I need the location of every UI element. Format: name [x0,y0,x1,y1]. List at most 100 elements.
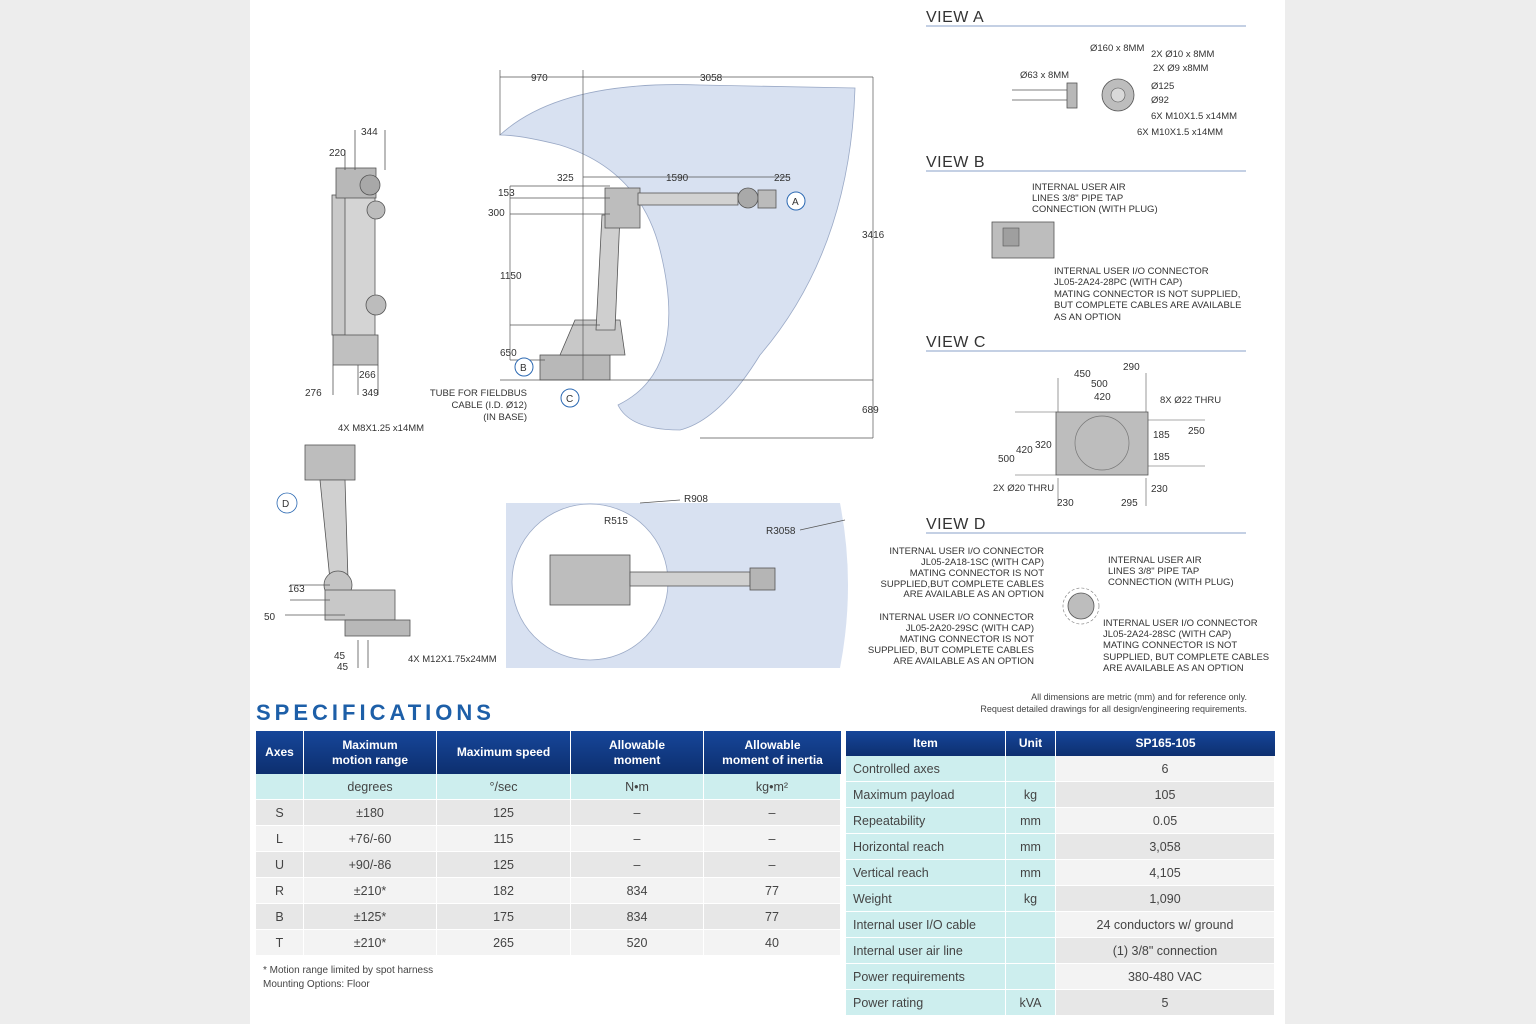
tube-label: (IN BASE) [483,412,527,423]
dim-text: 689 [862,405,879,416]
table-cell: ±180 [304,800,437,826]
table-cell: 125 [437,800,571,826]
col-header: Item [846,731,1006,756]
col-header: SP165-105 [1056,731,1275,756]
dim-text: 325 [557,173,574,184]
axis-cell: U [256,852,304,878]
view-a-title: VIEW A [926,9,984,26]
view-d-air: LINES 3/8" PIPE TAP [1108,566,1199,577]
dim-text: 1590 [666,173,689,184]
item-cell: Internal user air line [846,938,1006,964]
dim-text: 230 [1057,498,1074,509]
dim-text: 2X Ø20 THRU [993,483,1054,494]
view-d-io3: ARE AVAILABLE AS AN OPTION [1103,663,1244,674]
dim-text: 4X M8X1.25 x14MM [338,423,424,434]
unit-cell: mm [1006,860,1056,886]
col-header: Allowable moment [571,731,704,774]
view-d-io1: JL05-2A18-1SC (WITH CAP) [921,557,1044,568]
dim-text: 650 [500,348,517,359]
dim-text: 266 [359,370,376,381]
table-row: U +90/-86 125 – – [256,852,841,878]
dim-text: 420 [1094,392,1111,403]
axis-cell: T [256,930,304,956]
view-a: VIEW A Ø160 x 8MM 2X Ø10 x 8MM 2X Ø9 x8M… [926,9,1246,138]
table-cell: 265 [437,930,571,956]
unit-cell [256,774,304,800]
table-cell: ±125* [304,904,437,930]
table-cell: 40 [704,930,841,956]
unit-cell: kVA [1006,990,1056,1016]
table-cell: ±210* [304,930,437,956]
view-b-air: LINES 3/8" PIPE TAP [1032,193,1123,204]
unit-cell [1006,964,1056,990]
view-b-io: JL05-2A24-28PC (WITH CAP) [1054,277,1182,288]
dim-text: R515 [604,516,628,527]
col-header: Axes [256,731,304,774]
col-header: Maximum motion range [304,731,437,774]
table-cell: – [704,852,841,878]
dim-text: 163 [288,584,305,595]
unit-cell: kg [1006,782,1056,808]
table-cell: 520 [571,930,704,956]
axis-cell: L [256,826,304,852]
table-cell: 834 [571,904,704,930]
dim-text: 45 [337,662,349,673]
view-d-io2: JL05-2A20-29SC (WITH CAP) [906,623,1034,634]
side-view-drawing [331,130,387,395]
unit-cell: °/sec [437,774,571,800]
dim-text: 295 [1121,498,1138,509]
view-d-io3: INTERNAL USER I/O CONNECTOR [1103,618,1258,629]
item-cell: Controlled axes [846,756,1006,782]
table-footnote: * Motion range limited by spot harness M… [263,964,433,992]
table-cell: – [571,826,704,852]
table-cell: – [704,826,841,852]
col-header: Unit [1006,731,1056,756]
view-d-io1: INTERNAL USER I/O CONNECTOR [889,546,1044,557]
unit-cell [1006,938,1056,964]
view-a-label: Ø125 [1151,81,1174,92]
value-cell: 1,090 [1056,886,1275,912]
axis-cell: R [256,878,304,904]
main-view-drawing [498,70,874,439]
dim-text: 220 [329,148,346,159]
view-d-io2: SUPPLIED, BUT COMPLETE CABLES [868,645,1034,656]
unit-cell: mm [1006,808,1056,834]
dim-text: 185 [1153,452,1170,463]
dim-text: 45 [334,651,346,662]
value-cell: (1) 3/8" connection [1056,938,1275,964]
unit-cell: mm [1006,834,1056,860]
table-cell: 77 [704,878,841,904]
table-row: T ±210* 265 520 40 [256,930,841,956]
drawing-notes: All dimensions are metric (mm) and for r… [900,691,1247,715]
dim-text: 225 [774,173,791,184]
view-d-io1: MATING CONNECTOR IS NOT [910,568,1044,579]
axis-cell: S [256,800,304,826]
item-cell: Vertical reach [846,860,1006,886]
item-cell: Maximum payload [846,782,1006,808]
unit-cell [1006,912,1056,938]
specifications-title: SPECIFICATIONS [256,700,495,725]
unit-cell: kg•m² [704,774,841,800]
axes-table-header: Axes Maximum motion range Maximum speed … [256,731,841,774]
unit-cell [1006,756,1056,782]
callout-b: B [520,363,527,374]
table-cell: 182 [437,878,571,904]
footnote-line: * Motion range limited by spot harness [263,965,434,976]
view-d-io2: ARE AVAILABLE AS AN OPTION [893,656,1034,667]
table-cell: 125 [437,852,571,878]
view-b-title: VIEW B [926,154,985,171]
note-line: Request detailed drawings for all design… [980,704,1247,714]
table-cell: 834 [571,878,704,904]
top-view-drawing [506,499,848,668]
dim-text: 290 [1123,362,1140,373]
view-d-io3: SUPPLIED, BUT COMPLETE CABLES [1103,652,1269,663]
callout-a: A [792,197,799,208]
table-row: B ±125* 175 834 77 [256,904,841,930]
item-cell: Power requirements [846,964,1006,990]
